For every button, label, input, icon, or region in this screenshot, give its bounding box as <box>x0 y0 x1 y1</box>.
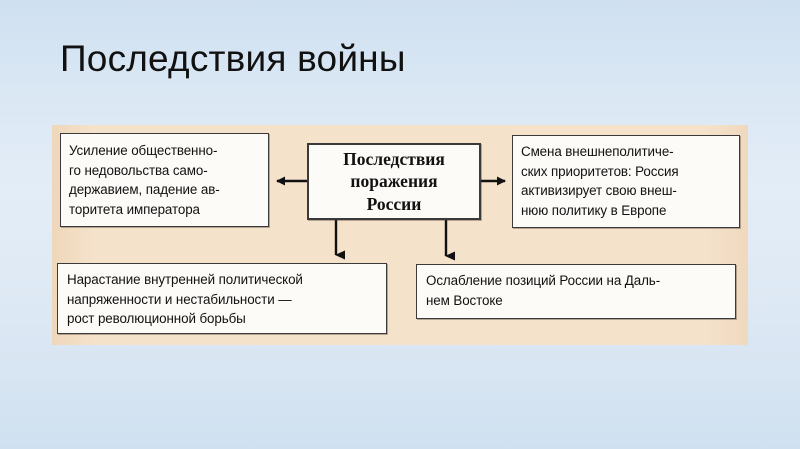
diagram-node-bottom-right[interactable]: Ослабление позиций России на Даль-нем Во… <box>416 264 736 319</box>
diagram-panel: Усиление общественно-го недовольства сам… <box>52 125 748 345</box>
page-title: Последствия войны <box>60 38 406 79</box>
diagram-node-left[interactable]: Усиление общественно-го недовольства сам… <box>60 133 269 227</box>
diagram-node-left-label: Усиление общественно-го недовольства сам… <box>69 143 220 217</box>
diagram-node-bottom-right-label: Ослабление позиций России на Даль-нем Во… <box>426 273 661 308</box>
diagram-node-right[interactable]: Смена внешнеполитиче-ских приоритетов: Р… <box>512 135 740 228</box>
diagram-node-right-label: Смена внешнеполитиче-ских приоритетов: Р… <box>521 144 679 218</box>
